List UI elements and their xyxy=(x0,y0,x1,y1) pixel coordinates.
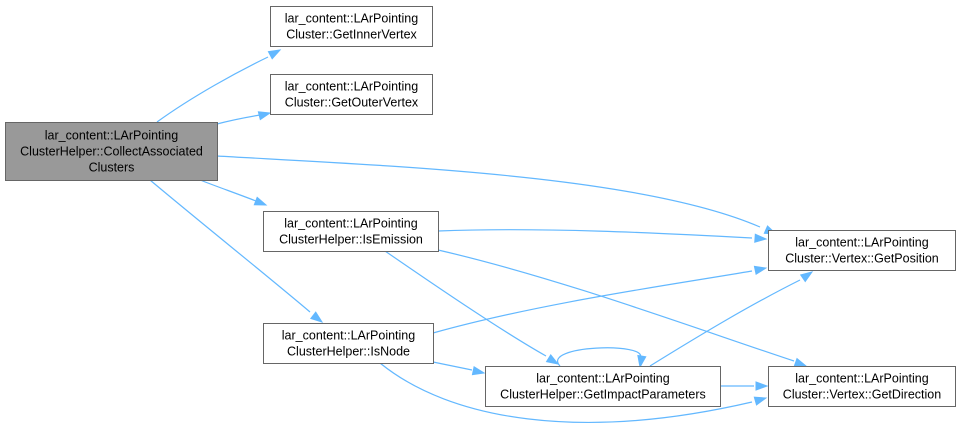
node-box[interactable] xyxy=(263,323,434,364)
node-label-line: ClusterHelper::IsEmission xyxy=(279,233,423,247)
edge-arrowhead xyxy=(637,354,647,369)
node-label-line: lar_content::LArPointing xyxy=(285,12,418,26)
node-impact[interactable]: lar_content::LArPointingClusterHelper::G… xyxy=(485,366,721,407)
edge-line xyxy=(156,56,269,123)
node-label-line: Cluster::GetInnerVertex xyxy=(286,28,417,42)
edge-collect-to-node xyxy=(149,179,324,323)
node-emission[interactable]: lar_content::LArPointingClusterHelper::I… xyxy=(263,211,439,252)
node-box[interactable] xyxy=(270,74,433,115)
edge-node-to-position xyxy=(432,265,768,334)
node-box[interactable] xyxy=(768,230,956,271)
edge-arrowhead xyxy=(471,365,486,376)
edge-line xyxy=(649,279,801,367)
edge-emission-to-position xyxy=(437,229,768,243)
edge-arrowhead xyxy=(793,357,808,367)
edge-impact-to-impact xyxy=(556,347,647,369)
node-label-line: lar_content::LArPointing xyxy=(285,80,418,94)
node-label-line: Clusters xyxy=(89,161,135,175)
edge-arrowhead xyxy=(799,271,814,283)
node-label-line: lar_content::LArPointing xyxy=(45,129,178,143)
edge-node-to-impact xyxy=(432,361,486,376)
node-position[interactable]: lar_content::LArPointingCluster::Vertex:… xyxy=(768,230,956,271)
node-label-line: lar_content::LArPointing xyxy=(282,329,415,343)
node-label-line: ClusterHelper::GetImpactParameters xyxy=(500,388,706,402)
edge-arrowhead xyxy=(545,353,560,365)
edge-line xyxy=(384,250,547,357)
edge-line xyxy=(437,249,795,362)
node-box[interactable] xyxy=(263,211,439,252)
node-collect[interactable]: lar_content::LArPointingClusterHelper::C… xyxy=(5,122,218,181)
edge-line xyxy=(432,270,753,334)
node-label-line: lar_content::LArPointing xyxy=(795,236,928,250)
edge-line xyxy=(556,347,641,367)
edge-arrowhead xyxy=(310,311,324,323)
node-node[interactable]: lar_content::LArPointingClusterHelper::I… xyxy=(263,323,434,364)
edge-arrowhead xyxy=(753,396,768,406)
node-box[interactable] xyxy=(768,366,956,407)
edge-line xyxy=(149,179,311,313)
edge-collect-to-inner xyxy=(156,49,282,123)
edge-line xyxy=(199,179,257,202)
edge-line xyxy=(216,114,261,125)
node-outer[interactable]: lar_content::LArPointingCluster::GetOute… xyxy=(270,74,433,115)
edge-arrowhead xyxy=(253,196,268,206)
node-label-line: lar_content::LArPointing xyxy=(284,217,417,231)
edge-arrowhead xyxy=(753,265,768,276)
node-box[interactable] xyxy=(485,366,721,407)
edge-collect-to-emission xyxy=(199,179,268,206)
edge-arrowhead xyxy=(755,381,769,391)
edge-collect-to-outer xyxy=(216,111,272,125)
edge-arrowhead xyxy=(754,233,768,243)
edge-impact-to-position xyxy=(649,271,814,367)
node-box[interactable] xyxy=(270,6,433,47)
edge-arrowhead xyxy=(267,49,282,60)
node-direction[interactable]: lar_content::LArPointingCluster::Vertex:… xyxy=(768,366,956,407)
nodes-layer: lar_content::LArPointingClusterHelper::C… xyxy=(5,6,956,407)
node-label-line: lar_content::LArPointing xyxy=(795,372,928,386)
node-inner[interactable]: lar_content::LArPointingCluster::GetInne… xyxy=(270,6,433,47)
edges-layer xyxy=(149,49,814,423)
edge-line xyxy=(379,362,753,423)
node-label-line: Cluster::GetOuterVertex xyxy=(285,96,419,110)
edge-line xyxy=(216,155,761,228)
node-label-line: ClusterHelper::CollectAssociated xyxy=(20,145,203,159)
node-box[interactable] xyxy=(5,122,218,181)
edge-emission-to-impact xyxy=(384,250,560,365)
edge-arrowhead xyxy=(257,111,272,121)
edge-line xyxy=(432,361,473,371)
node-label-line: lar_content::LArPointing xyxy=(536,372,669,386)
node-label-line: ClusterHelper::IsNode xyxy=(287,345,410,359)
node-label-line: Cluster::Vertex::GetPosition xyxy=(785,252,939,266)
node-label-line: Cluster::Vertex::GetDirection xyxy=(783,388,941,402)
edge-line xyxy=(437,229,753,239)
edge-node-to-direction xyxy=(379,362,768,423)
edge-impact-to-direction xyxy=(720,381,769,391)
